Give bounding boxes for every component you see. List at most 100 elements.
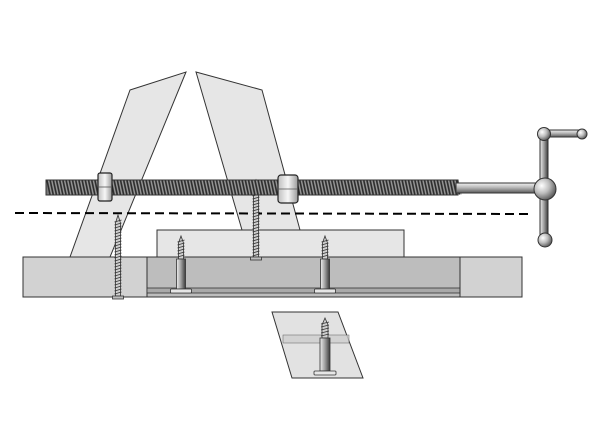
screw-thread (114, 291, 122, 295)
thread-highlight (320, 180, 325, 195)
screw-thread (320, 327, 330, 331)
thread-line (449, 180, 454, 195)
screw-thread (114, 282, 122, 286)
thread-highlight (297, 180, 302, 195)
thread-highlight (352, 180, 357, 195)
thread-highlight (345, 180, 350, 195)
thread-highlight (80, 180, 85, 195)
thread-line (420, 180, 426, 195)
thread-line (417, 180, 422, 195)
thread-line (193, 180, 198, 195)
screw-thread (177, 245, 185, 249)
thread-highlight (160, 180, 165, 195)
thread-line (305, 180, 310, 195)
screw-thread (252, 229, 260, 233)
screw-thread (320, 321, 330, 325)
screw-thread (177, 242, 185, 246)
screw-thread (177, 248, 185, 252)
thread-highlight (265, 180, 270, 195)
thread-line (382, 180, 387, 195)
thread-highlight (211, 180, 216, 195)
thread-line (267, 180, 272, 195)
thread-line (49, 180, 54, 195)
thread-line (91, 180, 96, 195)
screw-thread (321, 242, 329, 246)
thread-line (315, 180, 320, 195)
thread-line (59, 180, 64, 195)
thread-line (219, 180, 224, 195)
thread-line (235, 180, 240, 195)
screw-shank (320, 258, 330, 290)
thread-highlight (153, 180, 158, 195)
thread-line (171, 180, 176, 195)
thread-highlight (131, 180, 136, 195)
thread-line (391, 180, 397, 195)
thread-highlight (185, 180, 190, 195)
thread-highlight (368, 180, 373, 195)
upper-work-piece (156, 229, 405, 259)
screw-thread (252, 226, 260, 230)
thread-highlight (342, 180, 347, 195)
thread-line (359, 180, 365, 195)
thread-line (273, 180, 278, 195)
thread-highlight (134, 180, 139, 195)
hex-nut-icon (97, 172, 113, 202)
thread-line (439, 180, 445, 195)
thread-line (87, 180, 93, 195)
thread-highlight (400, 180, 405, 195)
thread-line (142, 180, 147, 195)
thread-line (321, 180, 326, 195)
thread-highlight (243, 180, 248, 195)
thread-highlight (192, 180, 197, 195)
screw-thread (114, 276, 122, 280)
thread-highlight (377, 180, 382, 195)
thread-line (356, 180, 362, 195)
thread-line (174, 180, 179, 195)
screw-thread (114, 249, 122, 253)
thread-line (401, 180, 406, 195)
screw-thread (252, 199, 260, 203)
thread-highlight (176, 180, 181, 195)
thread-line (414, 180, 419, 195)
thread-highlight (118, 180, 123, 195)
screw-thread (252, 196, 260, 200)
thread-highlight (256, 180, 261, 195)
thread-line (161, 180, 166, 195)
thread-line (145, 180, 150, 195)
thread-line (158, 180, 163, 195)
thread-highlight (249, 180, 254, 195)
thread-highlight (451, 180, 456, 195)
thread-highlight (208, 180, 213, 195)
screw-thread (252, 250, 260, 254)
wood-screw-icon (112, 213, 124, 300)
thread-line (350, 180, 355, 195)
thread-highlight (124, 180, 129, 195)
thread-line (375, 180, 381, 195)
thread-line (372, 180, 378, 195)
screw-thread (252, 238, 260, 242)
thread-line (404, 180, 410, 195)
thread-highlight (441, 180, 446, 195)
screw-thread (114, 261, 122, 265)
thread-highlight (403, 180, 408, 195)
thread-line (238, 180, 243, 195)
thread-line (196, 180, 202, 195)
thread-highlight (396, 180, 401, 195)
thread-highlight (412, 180, 417, 195)
thread-highlight (358, 180, 363, 195)
handle-bottom-ball (537, 232, 553, 248)
thread-line (241, 180, 246, 195)
thread-line (164, 180, 170, 195)
screw-thread (252, 253, 260, 257)
thread-line (398, 180, 403, 195)
thread-line (135, 180, 141, 195)
reference-dashed-line (14, 212, 531, 215)
thread-highlight (204, 180, 209, 195)
thread-line (151, 180, 157, 195)
thread-line (119, 180, 125, 195)
thread-line (311, 180, 317, 195)
thread-highlight (374, 180, 379, 195)
thread-highlight (121, 180, 126, 195)
thread-line (244, 180, 250, 195)
screw-thread (321, 254, 329, 258)
